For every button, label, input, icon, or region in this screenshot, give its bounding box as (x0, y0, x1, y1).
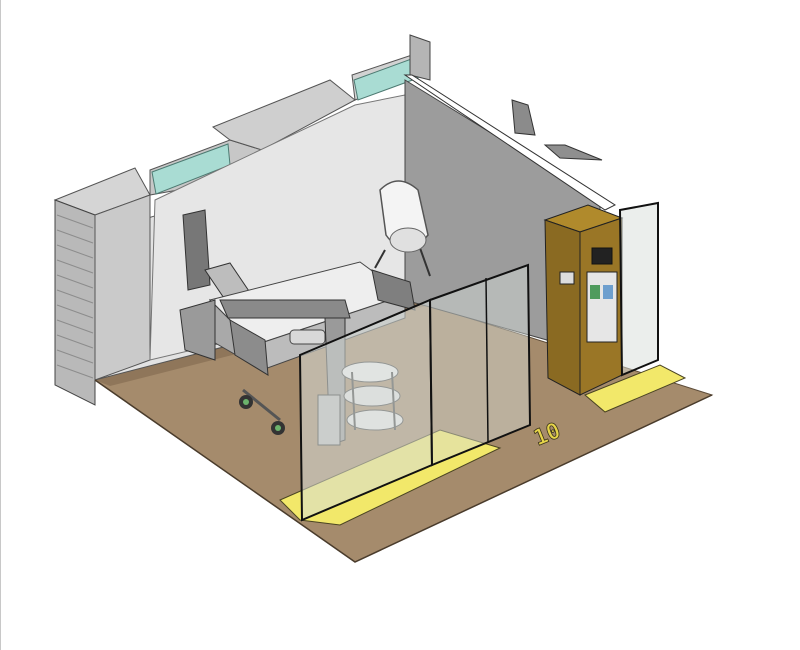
viewport-border (0, 0, 1, 650)
wall-corner-post (409, 34, 431, 81)
right-wall-top-edge (403, 74, 617, 211)
ceiling-fragment-1 (511, 99, 536, 136)
safety-strip-right (584, 364, 687, 413)
floor-edge (94, 379, 713, 563)
exam-light[interactable] (374, 180, 431, 277)
ceiling-fragment-2 (543, 144, 603, 161)
window-glass-2 (353, 57, 419, 101)
glass-partition[interactable] (298, 201, 659, 522)
wall-louver-face (94, 194, 151, 381)
louver-lines (56, 214, 94, 379)
clerestory-block-2 (211, 79, 356, 151)
wall-louver-column (54, 199, 96, 406)
headwall-cabinet[interactable] (543, 204, 624, 396)
